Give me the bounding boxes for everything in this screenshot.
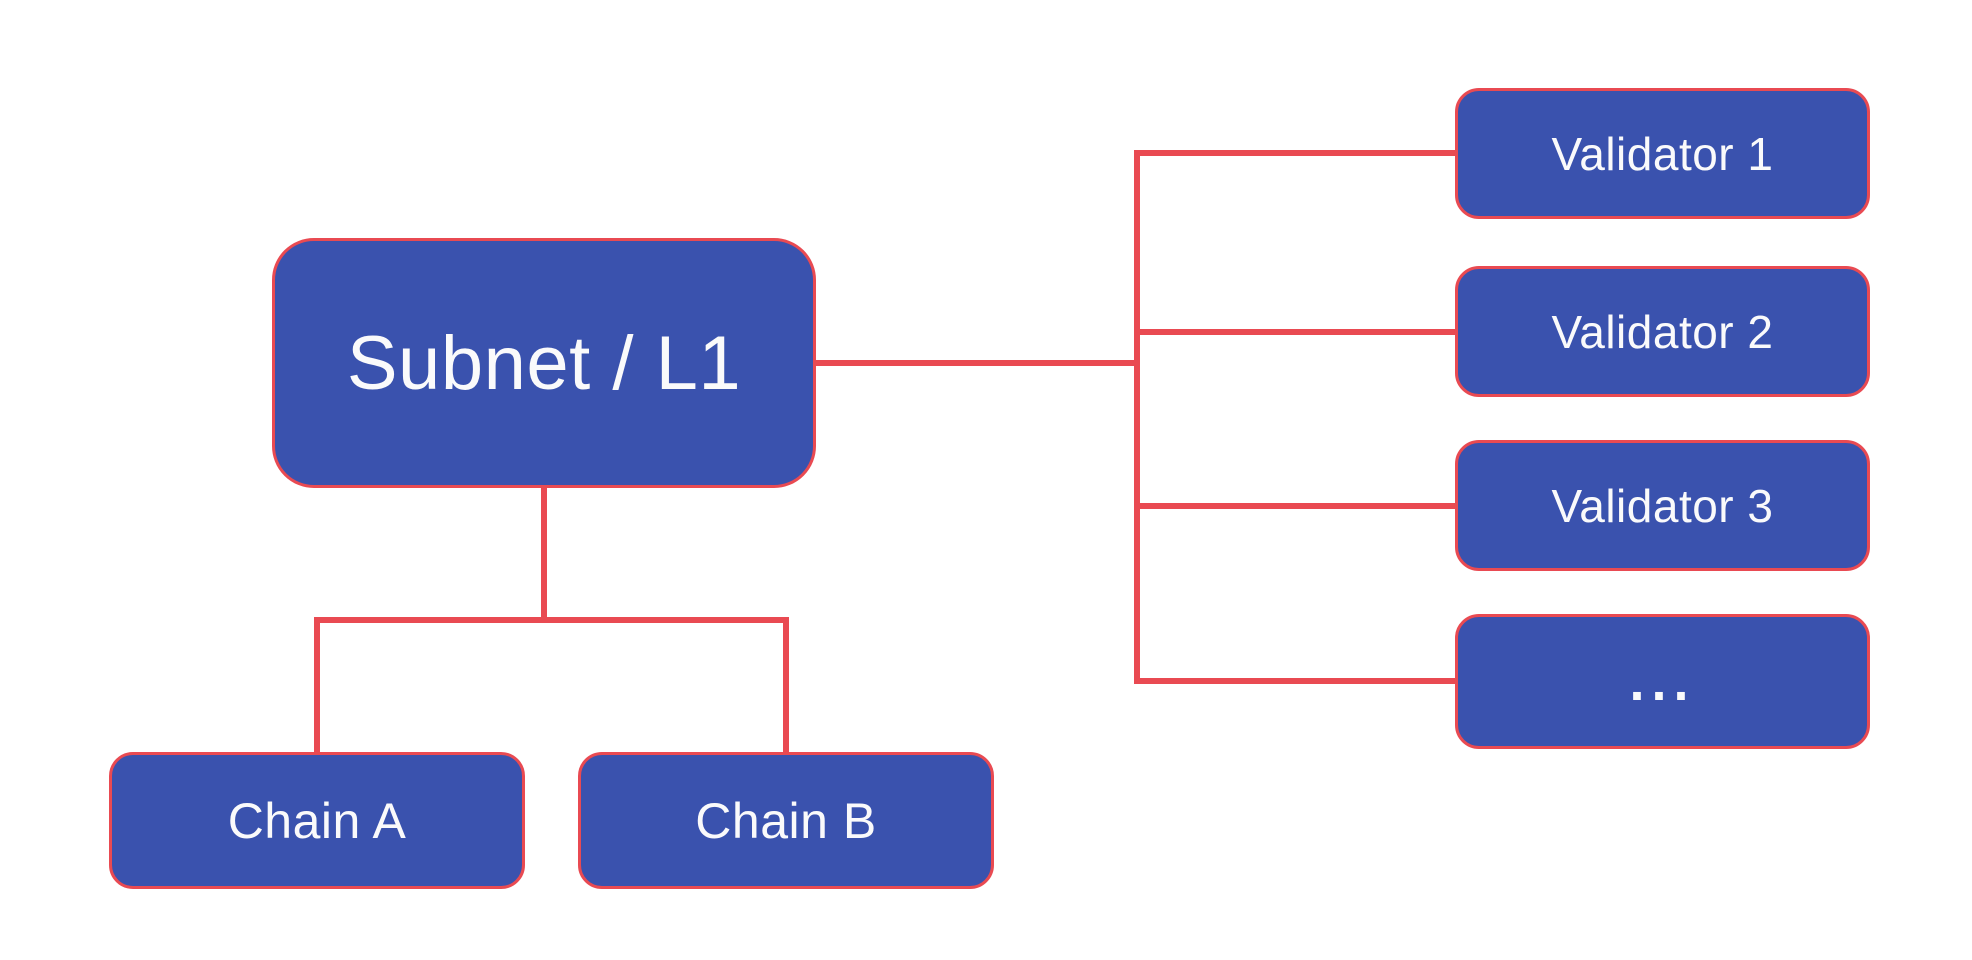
- chain-a-label: Chain A: [227, 792, 407, 849]
- validator-1-node: Validator 1: [1455, 88, 1870, 219]
- subnet-l1-label: Subnet / L1: [346, 320, 742, 406]
- chain-b-node: Chain B: [578, 752, 994, 889]
- validator-3-label: Validator 3: [1551, 479, 1774, 532]
- validator-2-label: Validator 2: [1551, 305, 1774, 358]
- subnet-l1-node: Subnet / L1: [272, 238, 816, 488]
- chain-a-node: Chain A: [109, 752, 525, 889]
- validator-2-node: Validator 2: [1455, 266, 1870, 397]
- validator-1-label: Validator 1: [1551, 127, 1774, 180]
- validator-more-label: ...: [1629, 651, 1696, 712]
- validator-3-node: Validator 3: [1455, 440, 1870, 571]
- validator-more-node: ...: [1455, 614, 1870, 749]
- chain-b-label: Chain B: [695, 792, 877, 849]
